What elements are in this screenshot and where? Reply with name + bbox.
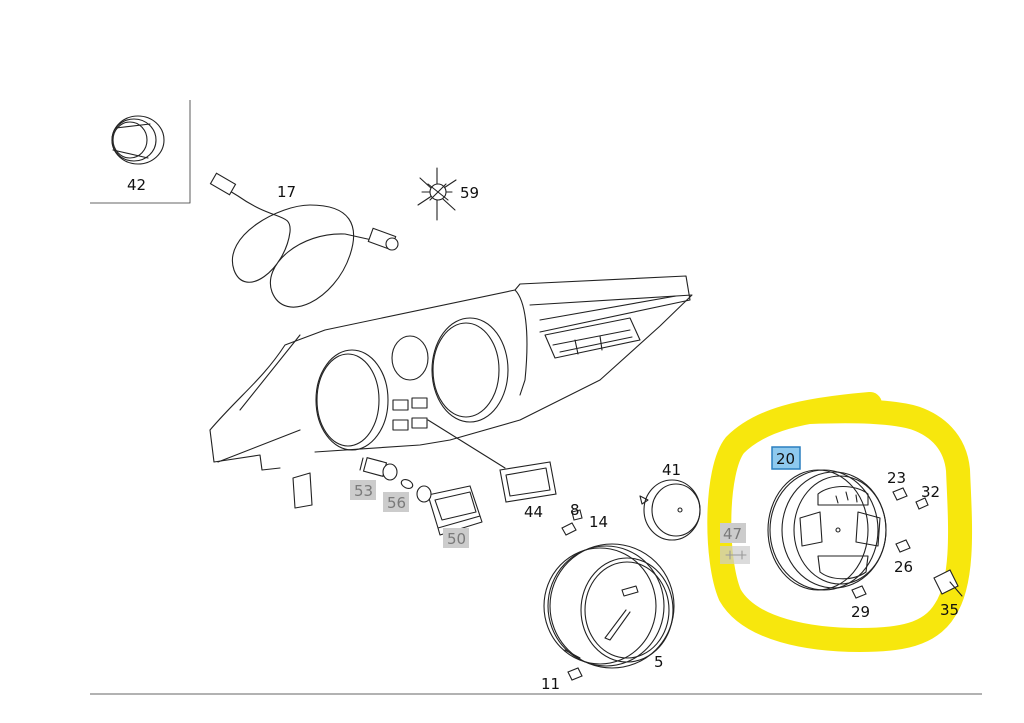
- svg-text:5: 5: [654, 653, 664, 671]
- callout-59[interactable]: 59: [460, 184, 479, 202]
- svg-text:41: 41: [662, 461, 681, 479]
- part-23-bulb[interactable]: [892, 487, 908, 501]
- svg-text:47: 47: [723, 525, 742, 543]
- callout-47-unavailable[interactable]: 47: [720, 523, 750, 564]
- svg-text:23: 23: [887, 469, 906, 487]
- part-42-ring[interactable]: [111, 115, 165, 165]
- highlight-marker-loop: [707, 392, 973, 652]
- callout-56-unavailable[interactable]: 56: [383, 492, 409, 512]
- svg-text:44: 44: [524, 503, 543, 521]
- svg-text:8: 8: [570, 501, 580, 519]
- callout-23[interactable]: 23: [887, 469, 906, 487]
- callout-41[interactable]: 41: [662, 461, 681, 479]
- svg-text:42: 42: [127, 176, 146, 194]
- svg-text:53: 53: [354, 482, 373, 500]
- inset-box-42: [90, 100, 191, 204]
- part-20-instrument-cluster[interactable]: [767, 469, 887, 591]
- part-29-bulb[interactable]: [851, 585, 867, 599]
- svg-text:17: 17: [277, 183, 296, 201]
- svg-text:50: 50: [447, 530, 466, 548]
- part-59-clip[interactable]: [417, 167, 457, 221]
- part-44-panel[interactable]: [499, 461, 557, 503]
- callout-35[interactable]: 35: [940, 601, 959, 619]
- svg-text:59: 59: [460, 184, 479, 202]
- svg-text:14: 14: [589, 513, 608, 531]
- svg-text:11: 11: [541, 675, 560, 693]
- callout-11[interactable]: 11: [541, 675, 560, 693]
- svg-text:35: 35: [940, 601, 959, 619]
- part-35-sensor[interactable]: [933, 569, 963, 597]
- callout-53-unavailable[interactable]: 53: [350, 480, 376, 500]
- part-53-bulb-socket[interactable]: [359, 456, 398, 481]
- callout-42[interactable]: 42: [127, 176, 146, 194]
- part-50-housing[interactable]: [416, 485, 483, 536]
- callout-20-selected[interactable]: 20: [771, 446, 801, 470]
- svg-text:32: 32: [921, 483, 940, 501]
- part-41-gauge[interactable]: [639, 479, 701, 541]
- svg-text:20: 20: [776, 450, 795, 468]
- callout-17[interactable]: 17: [277, 183, 296, 201]
- svg-text:29: 29: [851, 603, 870, 621]
- callout-50-unavailable[interactable]: 50: [443, 528, 469, 548]
- part-56-bulb[interactable]: [400, 478, 414, 490]
- part-5-tachometer[interactable]: [543, 543, 675, 669]
- part-26-bulb[interactable]: [895, 539, 911, 553]
- part-8-bulb[interactable]: [561, 509, 583, 536]
- callout-26[interactable]: 26: [894, 558, 913, 576]
- callout-14[interactable]: 14: [589, 513, 608, 531]
- callout-5[interactable]: 5: [654, 653, 664, 671]
- svg-text:26: 26: [894, 558, 913, 576]
- part-17-cable[interactable]: [209, 172, 399, 308]
- callout-8[interactable]: 8: [570, 501, 580, 519]
- part-11-bulb[interactable]: [567, 667, 583, 681]
- svg-text:56: 56: [387, 494, 406, 512]
- callout-44[interactable]: 44: [524, 503, 543, 521]
- callout-29[interactable]: 29: [851, 603, 870, 621]
- dashboard-outline: [209, 275, 693, 509]
- part-32-bulb[interactable]: [915, 497, 929, 510]
- callout-32[interactable]: 32: [921, 483, 940, 501]
